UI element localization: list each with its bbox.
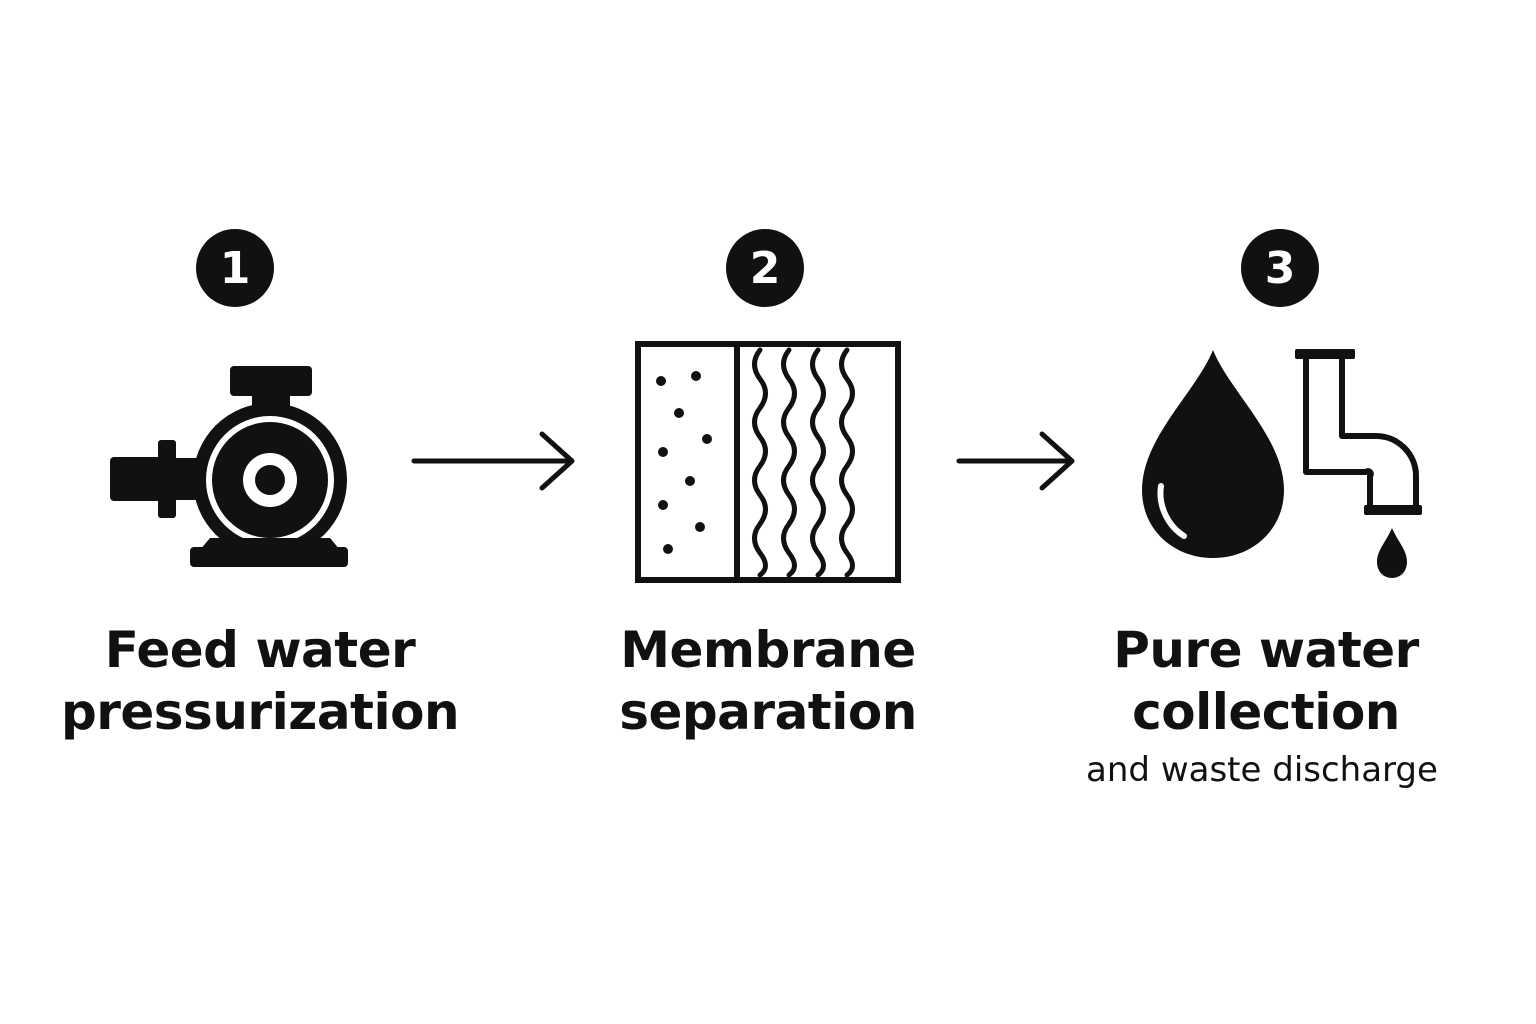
particle-dot — [685, 476, 695, 486]
flow-wave-line — [781, 347, 797, 578]
flow-wave-line — [810, 347, 826, 578]
particle-dot — [691, 371, 701, 381]
drain-pipe-icon — [1295, 349, 1422, 578]
step-3-title: Pure water collection — [1046, 619, 1486, 743]
pump-icon — [110, 366, 348, 567]
step-3-subtitle: and waste discharge — [1086, 750, 1438, 790]
water-drop-icon — [1142, 350, 1284, 558]
step-3-number-badge: 3 — [1241, 229, 1319, 307]
step-3-title-line: Pure water — [1113, 621, 1419, 679]
arrow-right-icon — [411, 431, 575, 491]
step-2-title-line: separation — [619, 683, 917, 741]
step-1-title: Feed water pressurization — [40, 619, 480, 743]
membrane-icon — [635, 341, 901, 583]
step-2-number-badge: 2 — [726, 229, 804, 307]
particle-dot — [663, 544, 673, 554]
step-1-title-line: pressurization — [60, 683, 460, 741]
particle-dot — [658, 500, 668, 510]
arrow-right-icon — [956, 431, 1075, 491]
particle-dot — [702, 434, 712, 444]
step-1-title-line: Feed water — [104, 621, 416, 679]
drip-drop-icon — [1377, 528, 1407, 578]
particle-dot — [656, 376, 666, 386]
particle-dot — [674, 408, 684, 418]
flow-wave-line — [752, 347, 768, 578]
particle-dot — [658, 447, 668, 457]
particle-dot — [695, 522, 705, 532]
step-2-title: Membrane separation — [548, 619, 988, 743]
step-1-number-badge: 1 — [196, 229, 274, 307]
step-3-title-line: collection — [1132, 683, 1400, 741]
step-2-title-line: Membrane — [620, 621, 916, 679]
flow-wave-line — [839, 347, 855, 578]
